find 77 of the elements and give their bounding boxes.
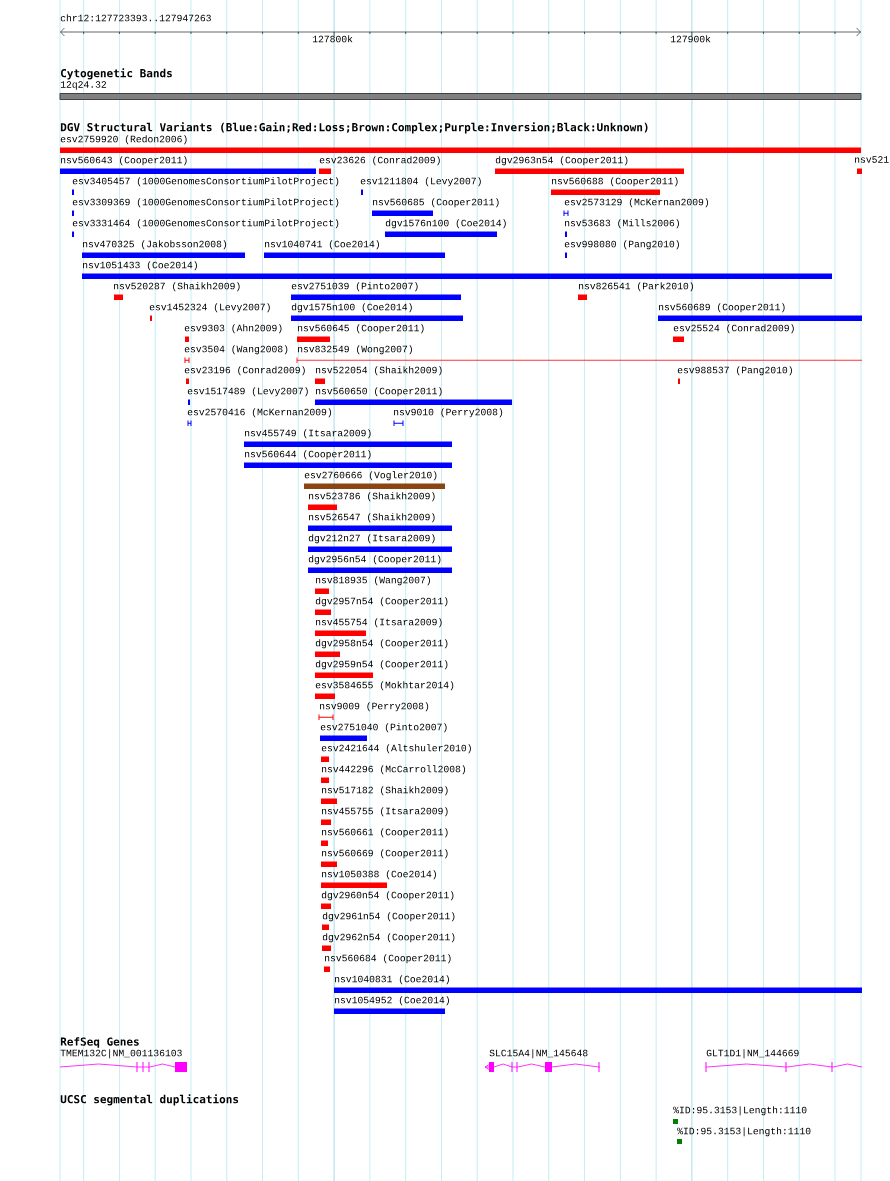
variant-label: dgv2962n54 (Cooper2011) (322, 933, 455, 943)
variant-label: esv998080 (Pang2010) (564, 240, 679, 250)
gene-label: TMEM132C|NM_001136103 (60, 1049, 182, 1059)
variant-label: nsv560644 (Cooper2011) (245, 450, 371, 460)
variant-label: nsv818935 (Wang2007) (316, 576, 430, 586)
duplication-label: %ID:95.3153|Length:1110 (677, 1127, 811, 1137)
variant-label: nsv560684 (Cooper2011) (325, 954, 451, 964)
track-heading: UCSC segmental duplications (60, 1094, 239, 1106)
variant-label: nsv9009 (Perry2008) (320, 702, 429, 712)
variant-label: nsv455749 (Itsara2009) (245, 429, 371, 439)
variant-label: nsv455754 (Itsara2009) (316, 618, 442, 628)
variant-label: nsv826541 (Park2010) (579, 282, 693, 292)
variant-label: dgv2957n54 (Cooper2011) (315, 597, 448, 607)
gene-label: SLC15A4|NM_145648 (489, 1049, 588, 1059)
variant-label: nsv520287 (Shaikh2009) (114, 282, 240, 292)
variant-label: nsv9010 (Perry2008) (394, 408, 503, 418)
variant-label: esv23196 (Conrad2009) (184, 366, 305, 376)
variant-label: esv2759920 (Redon2006) (60, 135, 187, 145)
variant-label: nsv1054952 (Coe2014) (335, 996, 449, 1006)
variant-label: dgv2961n54 (Cooper2011) (322, 912, 455, 922)
variant-label: esv25524 (Conrad2009) (673, 324, 794, 334)
variant-label: dgv2960n54 (Cooper2011) (321, 891, 454, 901)
variant-label: dgv2963n54 (Cooper2011) (495, 156, 628, 166)
variant-label: nsv1051433 (Coe2014) (83, 261, 197, 271)
variant-label: esv1452324 (Levy2007) (149, 303, 270, 313)
variant-label: esv2751040 (Pinto2007) (320, 723, 447, 733)
variant-label: dgv2959n54 (Cooper2011) (315, 660, 448, 670)
variant-label: esv3584655 (Mokhtar2014) (315, 681, 454, 691)
track-heading: Cytogenetic Bands (61, 68, 172, 80)
variant-label: nsv1040831 (Coe2014) (335, 975, 449, 985)
variant-label: nsv522054 (Shaikh2009) (316, 366, 442, 376)
variant-label: nsv832549 (Wong2007) (298, 345, 412, 355)
variant-label: esv1517489 (Levy2007) (187, 387, 308, 397)
variant-label: nsv560685 (Cooper2011) (373, 198, 499, 208)
gene-label: GLT1D1|NM_144669 (706, 1049, 799, 1059)
variant-label: nsv560669 (Cooper2011) (322, 849, 448, 859)
variant-label: nsv521 (855, 156, 889, 163)
variant-label: nsv560661 (Cooper2011) (322, 828, 448, 838)
variant-label: nsv560643 (Cooper2011) (61, 156, 187, 166)
variant-label: dgv212n27 (Itsara2009) (308, 534, 435, 544)
variant-label: nsv517182 (Shaikh2009) (322, 786, 448, 796)
variant-label: dgv2958n54 (Cooper2011) (315, 639, 448, 649)
variant-label: nsv560688 (Cooper2011) (552, 177, 678, 187)
band-label: 12q24.32 (60, 81, 107, 90)
variant-label: nsv455755 (Itsara2009) (322, 807, 448, 817)
variant-label: dgv1575n100 (Coe2014) (291, 303, 412, 313)
track-heading: RefSeq Genes (60, 1037, 139, 1048)
variant-label: nsv523786 (Shaikh2009) (309, 492, 435, 502)
variant-label: esv2751039 (Pinto2007) (291, 282, 418, 292)
tick-label: 127800k (312, 35, 353, 43)
variant-label: nsv526547 (Shaikh2009) (309, 513, 435, 523)
variant-label: nsv1050388 (Coe2014) (322, 870, 436, 880)
variant-label: esv2573129 (McKernan2009) (564, 198, 709, 208)
variant-label: nsv470325 (Jakobsson2008) (83, 240, 227, 250)
variant-label: nsv560689 (Cooper2011) (659, 303, 785, 313)
variant-label: nsv1040741 (Coe2014) (265, 240, 379, 250)
variant-label: esv23626 (Conrad2009) (319, 156, 440, 166)
variant-label: esv9303 (Ahn2009) (184, 324, 282, 334)
tick-label: 127900k (670, 35, 711, 43)
variant-label: esv1211804 (Levy2007) (360, 177, 481, 187)
duplication-label: %ID:95.3153|Length:1110 (673, 1106, 807, 1116)
variant-label: nsv442296 (McCarroll2008) (322, 765, 466, 775)
track-heading: DGV Structural Variants (Blue:Gain;Red:Loss;Brown:Complex;Purple:Inversion;Black:Unknown) (60, 122, 648, 134)
variant-label: nsv53683 (Mills2006) (565, 219, 679, 229)
variant-label: esv2421644 (Altshuler2010) (321, 744, 471, 754)
variant-label: dgv2956n54 (Cooper2011) (308, 555, 441, 565)
variant-label: dgv1576n100 (Coe2014) (385, 219, 506, 229)
variant-label: nsv560645 (Cooper2011) (298, 324, 424, 334)
variant-label: esv2760666 (Vogler2010) (304, 471, 437, 481)
variant-label: esv988537 (Pang2010) (677, 366, 792, 376)
variant-label: esv2570416 (McKernan2009) (187, 408, 332, 418)
variant-label: nsv560650 (Cooper2011) (316, 387, 442, 397)
variant-label: esv3309369 (1000GenomesConsortiumPilotProject) (72, 198, 339, 208)
variant-label: esv3331464 (1000GenomesConsortiumPilotProject) (72, 219, 339, 229)
variant-label: esv3504 (Wang2008) (184, 345, 288, 355)
position-label: chr12:127723393..127947263 (60, 14, 211, 22)
variant-label: esv3405457 (1000GenomesConsortiumPilotProject) (72, 177, 339, 187)
